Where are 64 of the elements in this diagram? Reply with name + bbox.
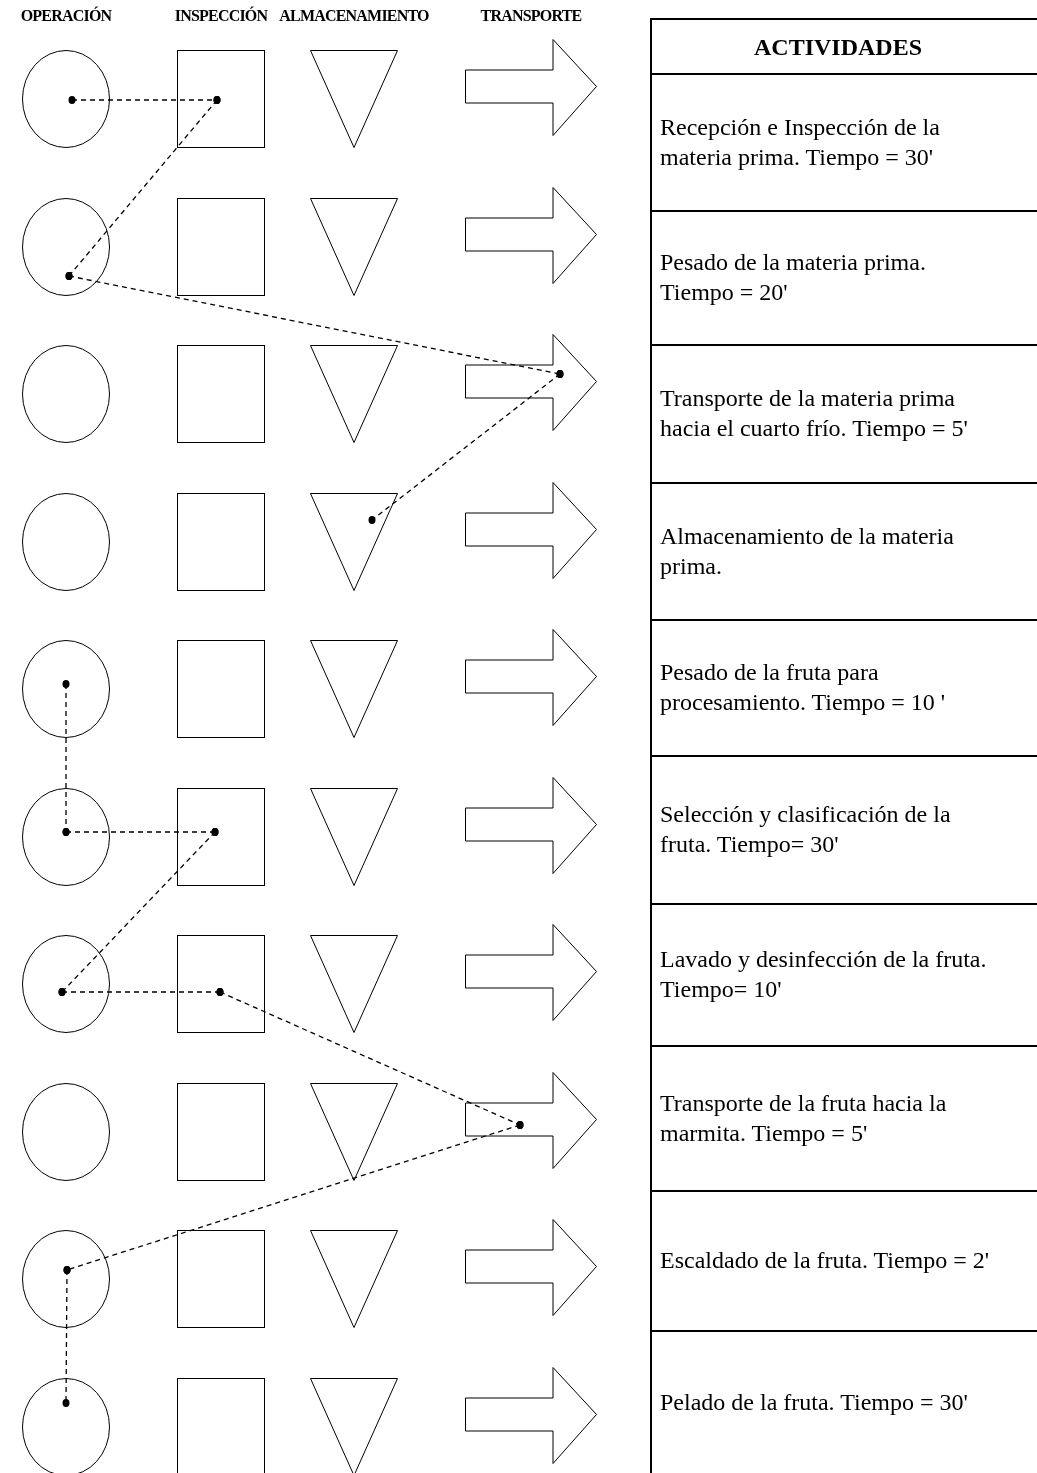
activity-cell — [650, 1045, 1037, 1192]
activity-cell — [650, 482, 1037, 621]
inspection-square — [177, 787, 265, 886]
transport-symbol — [465, 1219, 597, 1316]
inspection-square — [177, 50, 265, 148]
activity-text: Selección y clasificación de la fruta. Tiempo= 30' — [660, 800, 952, 859]
activity-cell — [650, 344, 1037, 484]
storage-triangle — [310, 50, 398, 148]
operation-circle — [22, 640, 110, 738]
dashed-connector — [62, 1266, 71, 1407]
activity-text: Escaldado de la fruta. Tiempo = 2' — [660, 1246, 991, 1275]
storage-triangle — [310, 787, 398, 886]
transport-symbol — [465, 1071, 597, 1169]
operation-circle — [22, 935, 110, 1033]
column-header: TRANSPORTE — [480, 6, 582, 26]
inspection-square — [177, 492, 265, 591]
storage-triangle — [310, 1377, 398, 1473]
activity-text: Almacenamiento de la materia prima. — [660, 521, 955, 581]
activity-cell — [650, 210, 1037, 346]
inspection-square — [177, 935, 265, 1033]
activity-cell — [650, 755, 1037, 905]
operation-circle — [22, 787, 110, 886]
transport-symbol — [465, 186, 597, 284]
activity-text: Transporte de la materia prima hacia el cuarto frío. Tiempo = 5' — [660, 384, 969, 443]
storage-triangle — [310, 197, 398, 296]
activity-cell — [650, 1190, 1037, 1332]
storage-triangle — [310, 1082, 398, 1181]
activity-text: Recepción e Inspección de la materia prima. Tiempo = 30' — [660, 113, 941, 172]
transport-symbol — [465, 776, 597, 874]
column-header: OPERACIÓN — [20, 5, 112, 26]
inspection-square — [177, 1082, 265, 1181]
transport-symbol — [465, 481, 597, 579]
operation-circle — [22, 1230, 110, 1328]
inspection-square — [177, 640, 265, 738]
storage-triangle — [310, 345, 398, 443]
operation-circle — [22, 345, 110, 443]
activity-text: Pelado de la fruta. Tiempo = 30' — [660, 1387, 969, 1417]
activity-text: Lavado y desinfección de la fruta. Tiempo= 10' — [660, 945, 988, 1004]
storage-triangle — [310, 640, 398, 738]
inspection-square — [177, 345, 265, 443]
activity-text: Pesado de la materia prima. Tiempo = 20' — [660, 248, 927, 307]
operation-circle — [22, 1082, 110, 1181]
dashed-connector — [368, 370, 564, 524]
transport-symbol — [465, 629, 597, 726]
table-header: ACTIVIDADES — [753, 32, 923, 62]
operation-circle — [22, 492, 110, 591]
storage-triangle — [310, 1230, 398, 1328]
operation-circle — [22, 50, 110, 148]
storage-triangle — [310, 935, 398, 1033]
transport-symbol — [465, 39, 597, 136]
column-header: INSPECCIÓN — [174, 5, 268, 26]
inspection-square — [177, 197, 265, 296]
transport-symbol — [465, 334, 597, 431]
column-header: ALMACENAMIENTO — [279, 6, 429, 26]
activity-cell — [650, 74, 1037, 212]
activity-cell — [650, 903, 1037, 1047]
transport-symbol — [465, 1366, 597, 1464]
activity-text: Pesado de la fruta para procesamiento. Tiempo = 10 ' — [660, 658, 947, 717]
storage-triangle — [310, 492, 398, 591]
activity-cell — [650, 619, 1037, 757]
operation-circle — [22, 197, 110, 296]
inspection-square — [177, 1230, 265, 1328]
transport-symbol — [465, 924, 597, 1021]
activity-text: Transporte de la fruta hacia la marmita. Tiempo = 5' — [660, 1088, 948, 1148]
